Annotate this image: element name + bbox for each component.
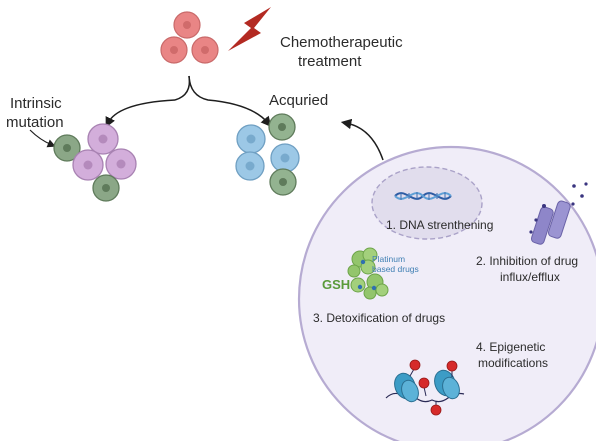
mutant-cell	[53, 134, 81, 162]
membrane-transporter-icon	[529, 182, 588, 245]
arrow-to-acquired	[188, 75, 272, 128]
acquired-cell-cluster	[235, 113, 300, 196]
chemo-label-line1: Chemotherapeutic	[280, 34, 403, 51]
tumor-cell	[173, 11, 201, 39]
dna-helix-icon	[394, 192, 452, 200]
nucleosome-icon	[385, 359, 465, 416]
mechanism-2-label-line2: influx/efflux	[500, 270, 560, 284]
acquired-label: Acquried	[269, 92, 328, 109]
resistant-cell	[268, 113, 296, 141]
acquired-cell	[235, 151, 265, 181]
histone	[434, 369, 460, 400]
arrow-from-mechanisms	[340, 118, 384, 161]
methyl-group	[409, 359, 421, 377]
resistant-cell-membrane	[297, 145, 596, 441]
tumor-cell-cluster	[160, 11, 219, 64]
arrow-to-intrinsic	[105, 99, 176, 128]
methyl-group	[430, 402, 442, 416]
mechanism-4-label-line2: modifications	[478, 356, 548, 370]
glutathione-cluster-icon	[347, 247, 389, 300]
histone	[394, 372, 419, 403]
chemo-label-line2: treatment	[298, 53, 362, 70]
resistant-cell	[92, 174, 120, 202]
nucleus	[371, 166, 483, 240]
intrinsic-cell	[105, 148, 137, 180]
arrow-to-mutant-cell	[29, 129, 56, 148]
tumor-cell	[191, 36, 219, 64]
mechanism-4-label-line1: 4. Epigenetic	[476, 340, 545, 354]
methyl-group	[418, 377, 430, 397]
intrinsic-cell	[87, 123, 119, 155]
gsh-label: GSH	[322, 277, 350, 292]
branch-stem	[174, 75, 191, 101]
intrinsic-label-line2: mutation	[6, 114, 64, 131]
mechanism-1-label: 1. DNA strenthening	[386, 218, 493, 232]
branch-arrows	[105, 75, 272, 128]
mechanism-3-label: 3. Detoxification of drugs	[313, 311, 445, 325]
acquired-cell	[236, 124, 266, 154]
mechanism-2-label-line1: 2. Inhibition of drug	[476, 254, 578, 268]
platinum-label-line1: Platinum	[372, 254, 405, 264]
methyl-group	[446, 360, 458, 377]
resistant-cell	[269, 168, 297, 196]
acquired-cell	[270, 143, 300, 173]
platinum-label-line2: based drugs	[372, 264, 419, 274]
tumor-cell	[160, 36, 188, 64]
intrinsic-cell-cluster	[53, 123, 137, 202]
intrinsic-cell	[72, 149, 104, 181]
lightning-bolt-icon	[228, 7, 271, 51]
intrinsic-label-line1: Intrinsic	[10, 95, 62, 112]
